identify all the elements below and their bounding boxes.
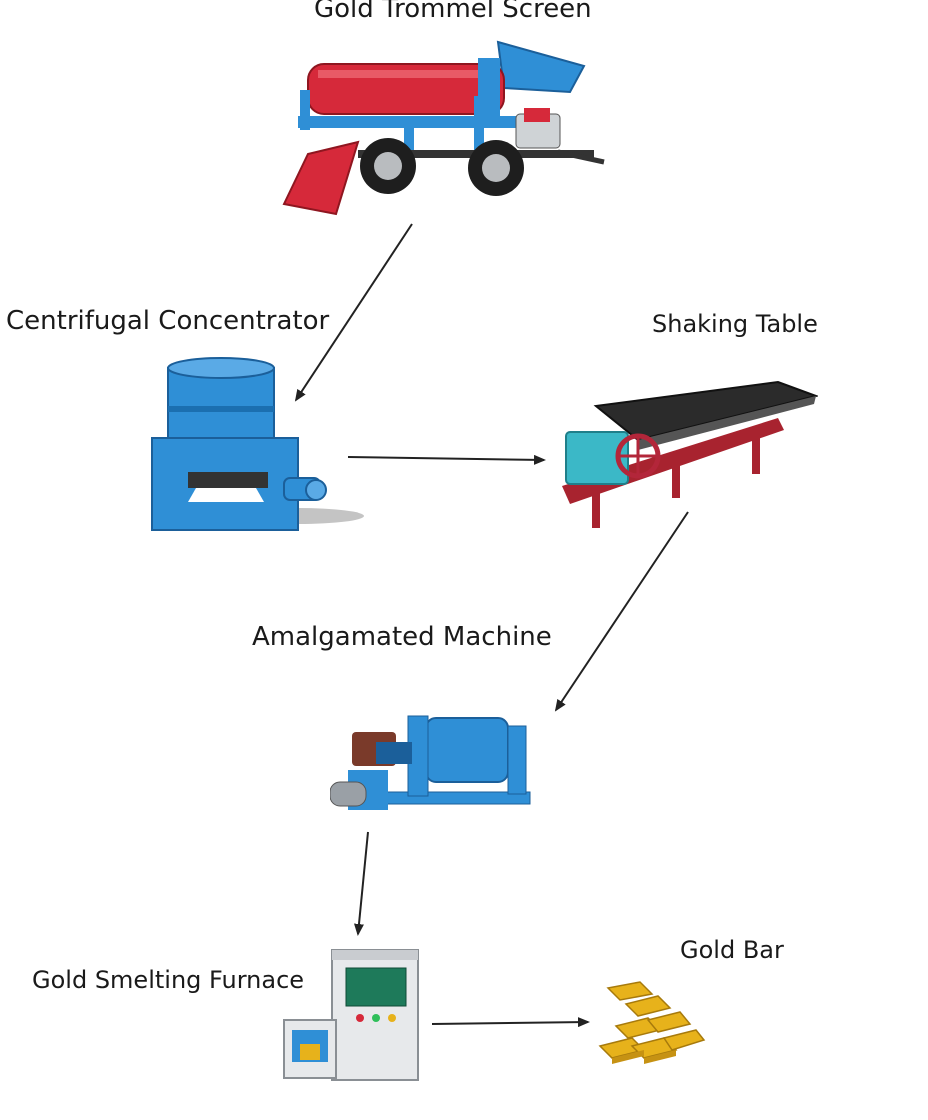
arrow-amalgamated-to-furnace (353, 831, 369, 936)
label-gold-bar: Gold Bar (680, 936, 784, 964)
arrow-shaking-to-amalgamated (554, 511, 689, 712)
label-shaking-table: Shaking Table (652, 310, 818, 338)
label-gold-trommel-screen: Gold Trommel Screen (314, 0, 592, 24)
shaking-table-image (562, 380, 818, 528)
amalgamated-machine-image (330, 715, 531, 810)
arrow-centrifugal-to-shaking (347, 454, 546, 465)
gold-smelting-furnace-image (283, 949, 419, 1081)
label-amalgamated-machine: Amalgamated Machine (252, 622, 552, 652)
gold-bar-image (598, 981, 706, 1064)
centrifugal-concentrator-image (151, 357, 364, 531)
arrow-furnace-to-goldbar (431, 1017, 590, 1028)
label-gold-smelting-furnace: Gold Smelting Furnace (32, 966, 305, 994)
arrow-trommel-to-centrifugal (294, 223, 413, 402)
trommel-screen-image (282, 40, 605, 216)
label-centrifugal-concentrator: Centrifugal Concentrator (6, 306, 330, 336)
